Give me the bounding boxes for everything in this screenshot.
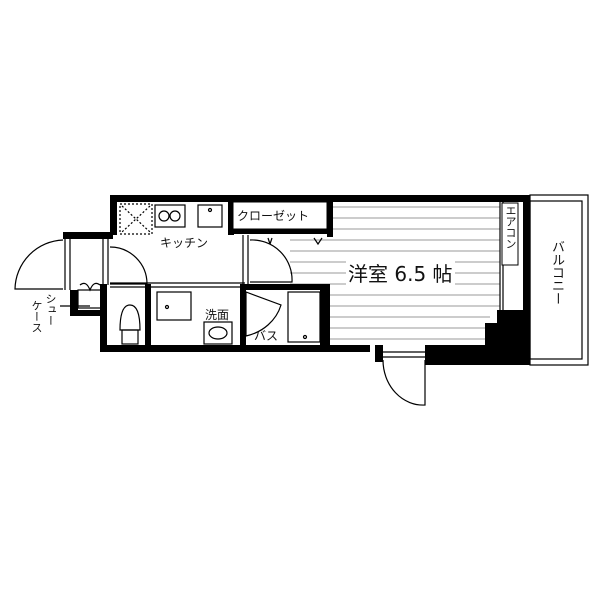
walls <box>63 195 530 365</box>
kitchen-fixtures <box>119 203 223 235</box>
western-room-label: 洋室 6.5 帖 <box>346 258 455 287</box>
washroom-label: 洗面 <box>205 308 230 322</box>
doors <box>14 237 426 406</box>
closet-label: クローゼット <box>237 209 310 223</box>
kitchen-label: キッチン <box>160 236 209 250</box>
wet-area-fixtures <box>156 291 321 345</box>
closet-box <box>232 201 328 230</box>
shoe-case-label-2: ケース <box>30 300 43 333</box>
balcony-label: バルコニー <box>549 240 564 305</box>
toilet <box>119 304 141 345</box>
shoe-case-label-1: シュー <box>44 293 57 326</box>
aircon-label: エアコン <box>504 205 517 249</box>
bath-label: バス <box>254 329 279 343</box>
balcony <box>529 194 589 366</box>
shoe-case <box>60 282 104 309</box>
aircon-box <box>501 202 519 266</box>
